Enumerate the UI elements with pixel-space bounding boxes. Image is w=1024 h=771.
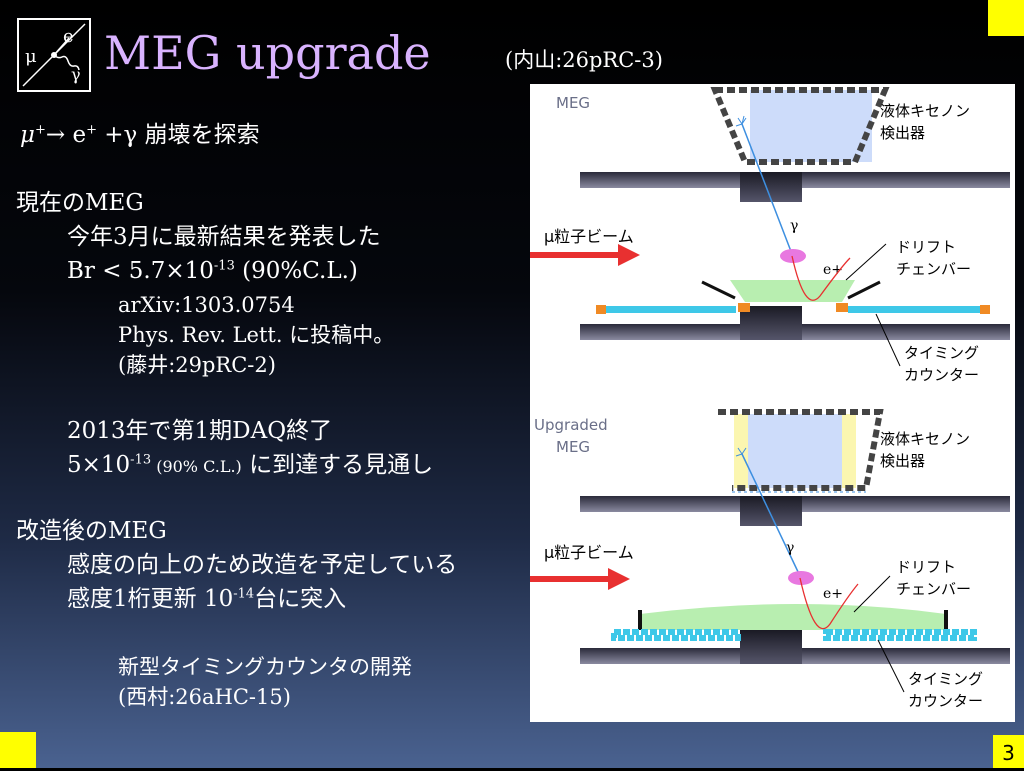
upgrade-meg-heading: 改造後のMEG xyxy=(16,518,167,544)
drift-chamber-upgraded xyxy=(638,604,948,630)
dc-label-meg-2: チェンバー xyxy=(896,260,971,278)
gamma-label-upgraded: γ xyxy=(786,540,794,556)
magnet-meg xyxy=(580,172,1010,340)
lxe-label-meg-2: 検出器 xyxy=(880,124,925,142)
upgrade-line1: 感度の向上のため改造を予定している xyxy=(67,552,458,578)
beam-label-upgraded: μ粒子ビーム xyxy=(544,543,634,562)
detector-figure: MEG γ μ粒子ビーム e+ ドリフト チェンバー xyxy=(530,84,1015,722)
target-meg xyxy=(780,249,806,263)
beam-label-meg: μ粒子ビーム xyxy=(544,227,634,246)
dc-label-upgraded-1: ドリフト xyxy=(896,558,956,576)
target-upgraded xyxy=(788,571,814,585)
beam-arrow-upgraded xyxy=(530,568,630,590)
tc-label-upgraded-1: タイミング xyxy=(908,670,983,688)
lxe-detector-upgraded xyxy=(718,409,884,493)
reference-nishimura: (西村:26aHC-15) xyxy=(118,685,291,709)
tc-label-meg-2: カウンター xyxy=(904,366,979,384)
label-upgraded-1: Upgraded xyxy=(534,416,608,434)
upgrade-line2: 感度1桁更新 10-14台に突入 xyxy=(67,586,347,612)
corner-square-bottom-left xyxy=(0,732,36,768)
timing-counter-dev: 新型タイミングカウンタの開発 xyxy=(118,655,412,679)
page-number: 3 xyxy=(993,735,1024,768)
gamma-track-upgraded xyxy=(741,453,801,577)
dc-label-meg-1: ドリフト xyxy=(896,238,956,256)
gamma-track-meg xyxy=(741,123,793,255)
timing-counter-meg xyxy=(596,303,990,314)
drift-chamber-meg xyxy=(701,280,881,302)
positron-label-upgraded: e+ xyxy=(823,586,843,602)
daq-line: 2013年で第1期DAQ終了 xyxy=(67,418,333,444)
label-meg: MEG xyxy=(556,94,590,112)
dc-label-upgraded-2: チェンバー xyxy=(896,580,971,598)
positron-track-meg xyxy=(791,255,851,301)
lxe-detector-meg xyxy=(710,87,890,165)
lxe-label-upgraded-1: 液体キセノン xyxy=(880,430,970,448)
positron-label-meg: e+ xyxy=(823,262,843,278)
current-result-line: 今年3月に最新結果を発表した xyxy=(67,224,381,250)
current-meg-heading: 現在のMEG xyxy=(16,190,144,216)
positron-track-upgraded xyxy=(799,577,859,630)
corner-square-top-right xyxy=(988,0,1024,36)
tc-label-upgraded-2: カウンター xyxy=(908,692,983,710)
gamma-label-meg: γ xyxy=(790,218,798,234)
magnet-upgraded xyxy=(580,496,1010,664)
lxe-label-upgraded-2: 検出器 xyxy=(880,452,925,470)
arxiv-line: arXiv:1303.0754 xyxy=(118,293,295,317)
slide-title: MEG upgrade xyxy=(104,26,431,80)
beam-arrow-meg xyxy=(530,244,640,266)
decay-line: μ+→ e+ +γ 崩壊を探索 xyxy=(20,122,260,148)
reference-uchiyama: (内山:26pRC-3) xyxy=(505,48,663,72)
tc-label-meg-1: タイミング xyxy=(904,344,979,362)
logo-gamma: γ xyxy=(71,65,81,84)
lxe-label-meg-1: 液体キセノン xyxy=(880,102,970,120)
label-upgraded-2: MEG xyxy=(556,438,590,456)
timing-counter-upgraded xyxy=(611,629,977,641)
logo-e: e xyxy=(63,26,74,47)
branching-ratio-line: Br < 5.7×10-13 (90%C.L.) xyxy=(67,258,358,284)
logo-mu: μ xyxy=(25,46,37,67)
meg-logo: μ e γ xyxy=(17,18,91,92)
reference-fujii: (藤井:29pRC-2) xyxy=(118,353,276,377)
prl-line: Phys. Rev. Lett. に投稿中。 xyxy=(118,323,395,347)
reach-line: 5×10-13 (90% C.L.) に到達する見通し xyxy=(67,452,434,478)
